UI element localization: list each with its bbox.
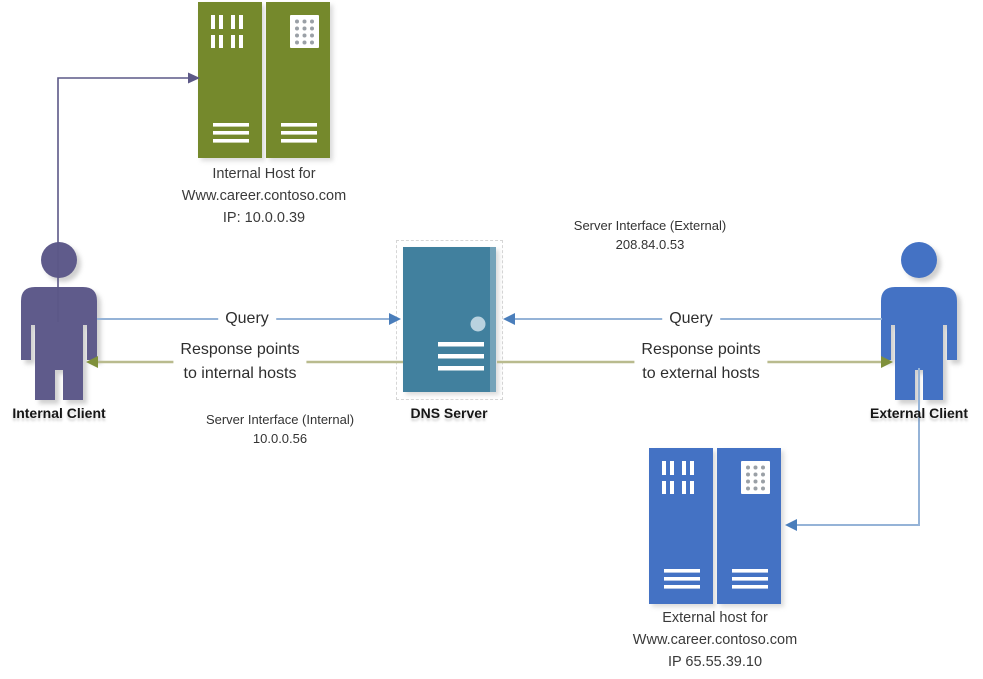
external-host-label: External host for Www.career.contoso.com…: [633, 607, 797, 673]
response-right-label: Response points to external hosts: [634, 338, 768, 386]
external-host-server-icon: [649, 448, 781, 604]
person-head: [41, 242, 77, 278]
dns-server-label: DNS Server: [410, 405, 488, 421]
internal-client-label: Internal Client: [12, 405, 106, 421]
dns-server-edge-highlight: [490, 247, 496, 392]
external-client-person-icon: [881, 242, 957, 400]
response-right-line1: Response points: [641, 341, 761, 358]
internal-client-person-icon: [21, 242, 97, 400]
server-interface-external-line1: Server Interface (External): [573, 218, 727, 233]
server-interface-internal-annotation: Server Interface (Internal) 10.0.0.56: [206, 410, 354, 448]
person-body: [21, 287, 97, 400]
person-body: [881, 287, 957, 400]
dns-server-lines: [438, 342, 484, 371]
internal-host-label-line1: Internal Host for: [212, 166, 316, 182]
server-dot-grid-icon: [295, 19, 314, 45]
external-host-arrowhead-icon: [785, 519, 797, 531]
external-host-label-line1: External host for: [662, 610, 768, 626]
dns-power-button-icon: [470, 316, 486, 332]
query-left-label: Query: [218, 307, 276, 331]
external-host-label-line3: IP 65.55.39.10: [667, 654, 763, 670]
internal-host-server-icon: [198, 2, 330, 158]
dns-server-icon: [403, 247, 496, 392]
external-host-label-line2: Www.career.contoso.com: [632, 632, 798, 648]
person-head: [901, 242, 937, 278]
internal-host-label-line3: IP: 10.0.0.39: [222, 210, 306, 226]
server-interface-internal-ip: 10.0.0.56: [252, 431, 308, 446]
server-dot-grid-icon: [746, 465, 765, 491]
internal-host-label: Internal Host for Www.career.contoso.com…: [182, 163, 346, 229]
response-left-label: Response points to internal hosts: [173, 338, 307, 386]
internal-host-label-line2: Www.career.contoso.com: [181, 188, 347, 204]
response-right-line2: to external hosts: [642, 365, 760, 382]
server-interface-external-annotation: Server Interface (External) 208.84.0.53: [574, 216, 726, 254]
response-left-line1: Response points: [180, 341, 300, 358]
server-interface-external-ip: 208.84.0.53: [615, 237, 685, 252]
query-right-arrowhead-icon: [503, 313, 515, 325]
response-left-line2: to internal hosts: [183, 365, 297, 382]
external-client-label: External Client: [869, 405, 969, 421]
server-interface-internal-line1: Server Interface (Internal): [205, 412, 355, 427]
query-right-label: Query: [662, 307, 720, 331]
